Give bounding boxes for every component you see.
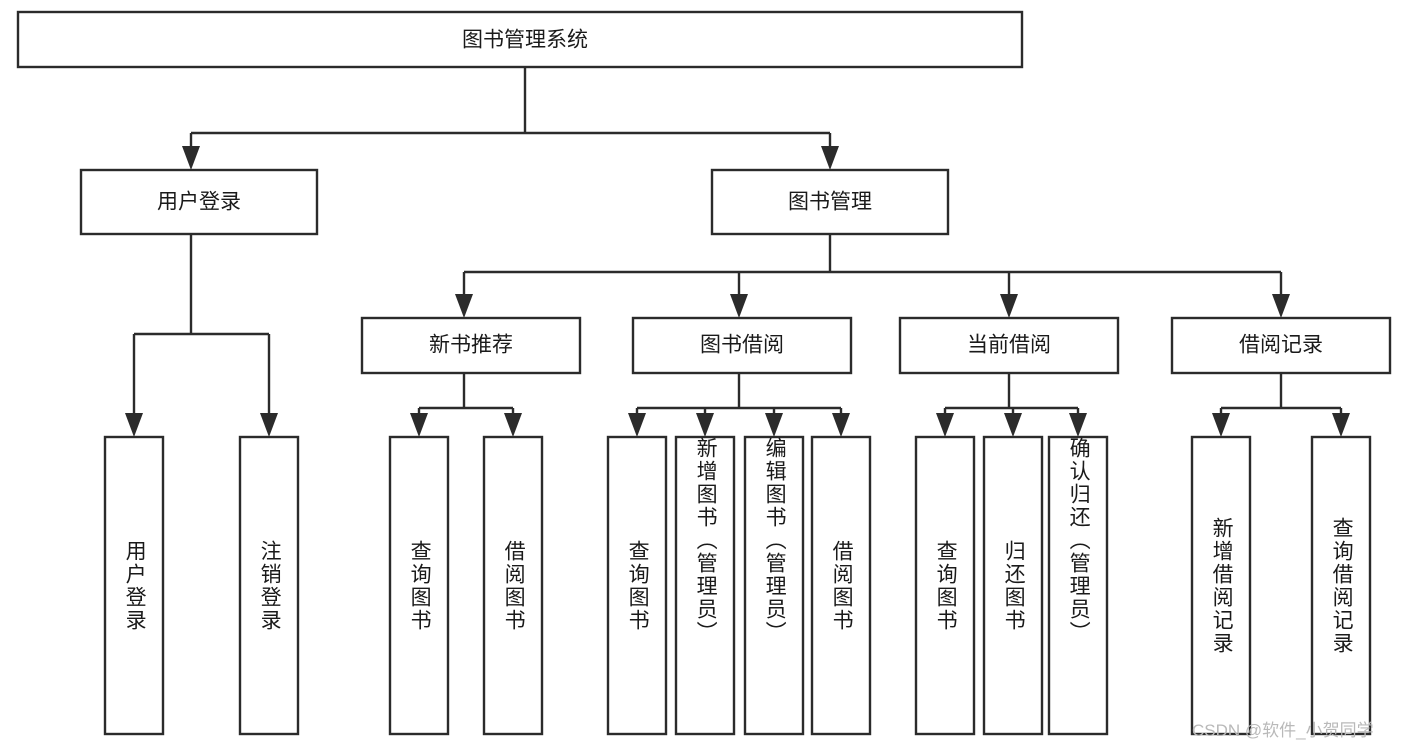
node-borrow-box[interactable] [631,316,853,375]
node-leaf13-box[interactable] [1310,435,1372,736]
arrow-head-leaf8 [832,413,850,437]
edge-group-record [1212,373,1350,437]
arrow-head-leaf2 [260,413,278,437]
edge-group-root [182,67,839,170]
node-current-label: 当前借阅 [967,334,1051,357]
arrow-head-login [182,146,200,170]
node-newbook[interactable]: 新书推荐 [360,316,582,375]
arrow-head-record [1272,294,1290,318]
node-leaf5-box[interactable] [606,435,668,736]
node-borrow[interactable]: 图书借阅 [631,316,853,375]
node-record-label: 借阅记录 [1239,334,1323,357]
arrow-head-newbook [455,294,473,318]
node-record[interactable]: 借阅记录 [1170,316,1392,375]
node-newbook-label: 新书推荐 [429,334,513,357]
arrow-head-leaf4 [504,413,522,437]
arrow-head-leaf12 [1212,413,1230,437]
arrow-head-current [1000,294,1018,318]
node-leaf4-box[interactable] [482,435,544,736]
node-leaf6-box[interactable] [674,435,736,736]
node-leaf7-box[interactable] [743,435,805,736]
arrow-head-leaf9 [936,413,954,437]
node-leaf8-box[interactable] [810,435,872,736]
edge-group-login [125,234,278,437]
node-root-label: 图书管理系统 [462,29,588,52]
edge-group-borrow [628,373,850,437]
node-login-box[interactable] [79,168,319,236]
arrow-head-bookmgmt [821,146,839,170]
arrow-head-leaf13 [1332,413,1350,437]
node-leaf12-box[interactable] [1190,435,1252,736]
arrow-head-leaf10 [1004,413,1022,437]
node-bookmgmt-label: 图书管理 [788,191,872,214]
node-leaf10-box[interactable] [982,435,1044,736]
node-current-box[interactable] [898,316,1120,375]
node-leaf3-box[interactable] [388,435,450,736]
node-leaf1-box[interactable] [103,435,165,736]
node-login-label: 用户登录 [157,191,241,214]
edge-group-current [936,373,1087,437]
node-bookmgmt[interactable]: 图书管理 [710,168,950,236]
arrow-head-borrow [730,294,748,318]
arrow-head-leaf11 [1069,413,1087,437]
node-leaf2-box[interactable] [238,435,300,736]
node-newbook-box[interactable] [360,316,582,375]
node-borrow-label: 图书借阅 [700,334,784,357]
arrow-head-leaf6 [696,413,714,437]
node-leaf9-box[interactable] [914,435,976,736]
node-root[interactable]: 图书管理系统 [16,10,1024,69]
node-login[interactable]: 用户登录 [79,168,319,236]
node-leaf11-box[interactable] [1047,435,1109,736]
node-current[interactable]: 当前借阅 [898,316,1120,375]
node-record-box[interactable] [1170,316,1392,375]
node-bookmgmt-box[interactable] [710,168,950,236]
arrow-head-leaf5 [628,413,646,437]
edge-group-newbook [410,373,522,437]
arrow-head-leaf7 [765,413,783,437]
arrow-head-leaf3 [410,413,428,437]
node-root-box[interactable] [16,10,1024,69]
edge-group-bookmgmt [455,234,1290,318]
arrow-head-leaf1 [125,413,143,437]
